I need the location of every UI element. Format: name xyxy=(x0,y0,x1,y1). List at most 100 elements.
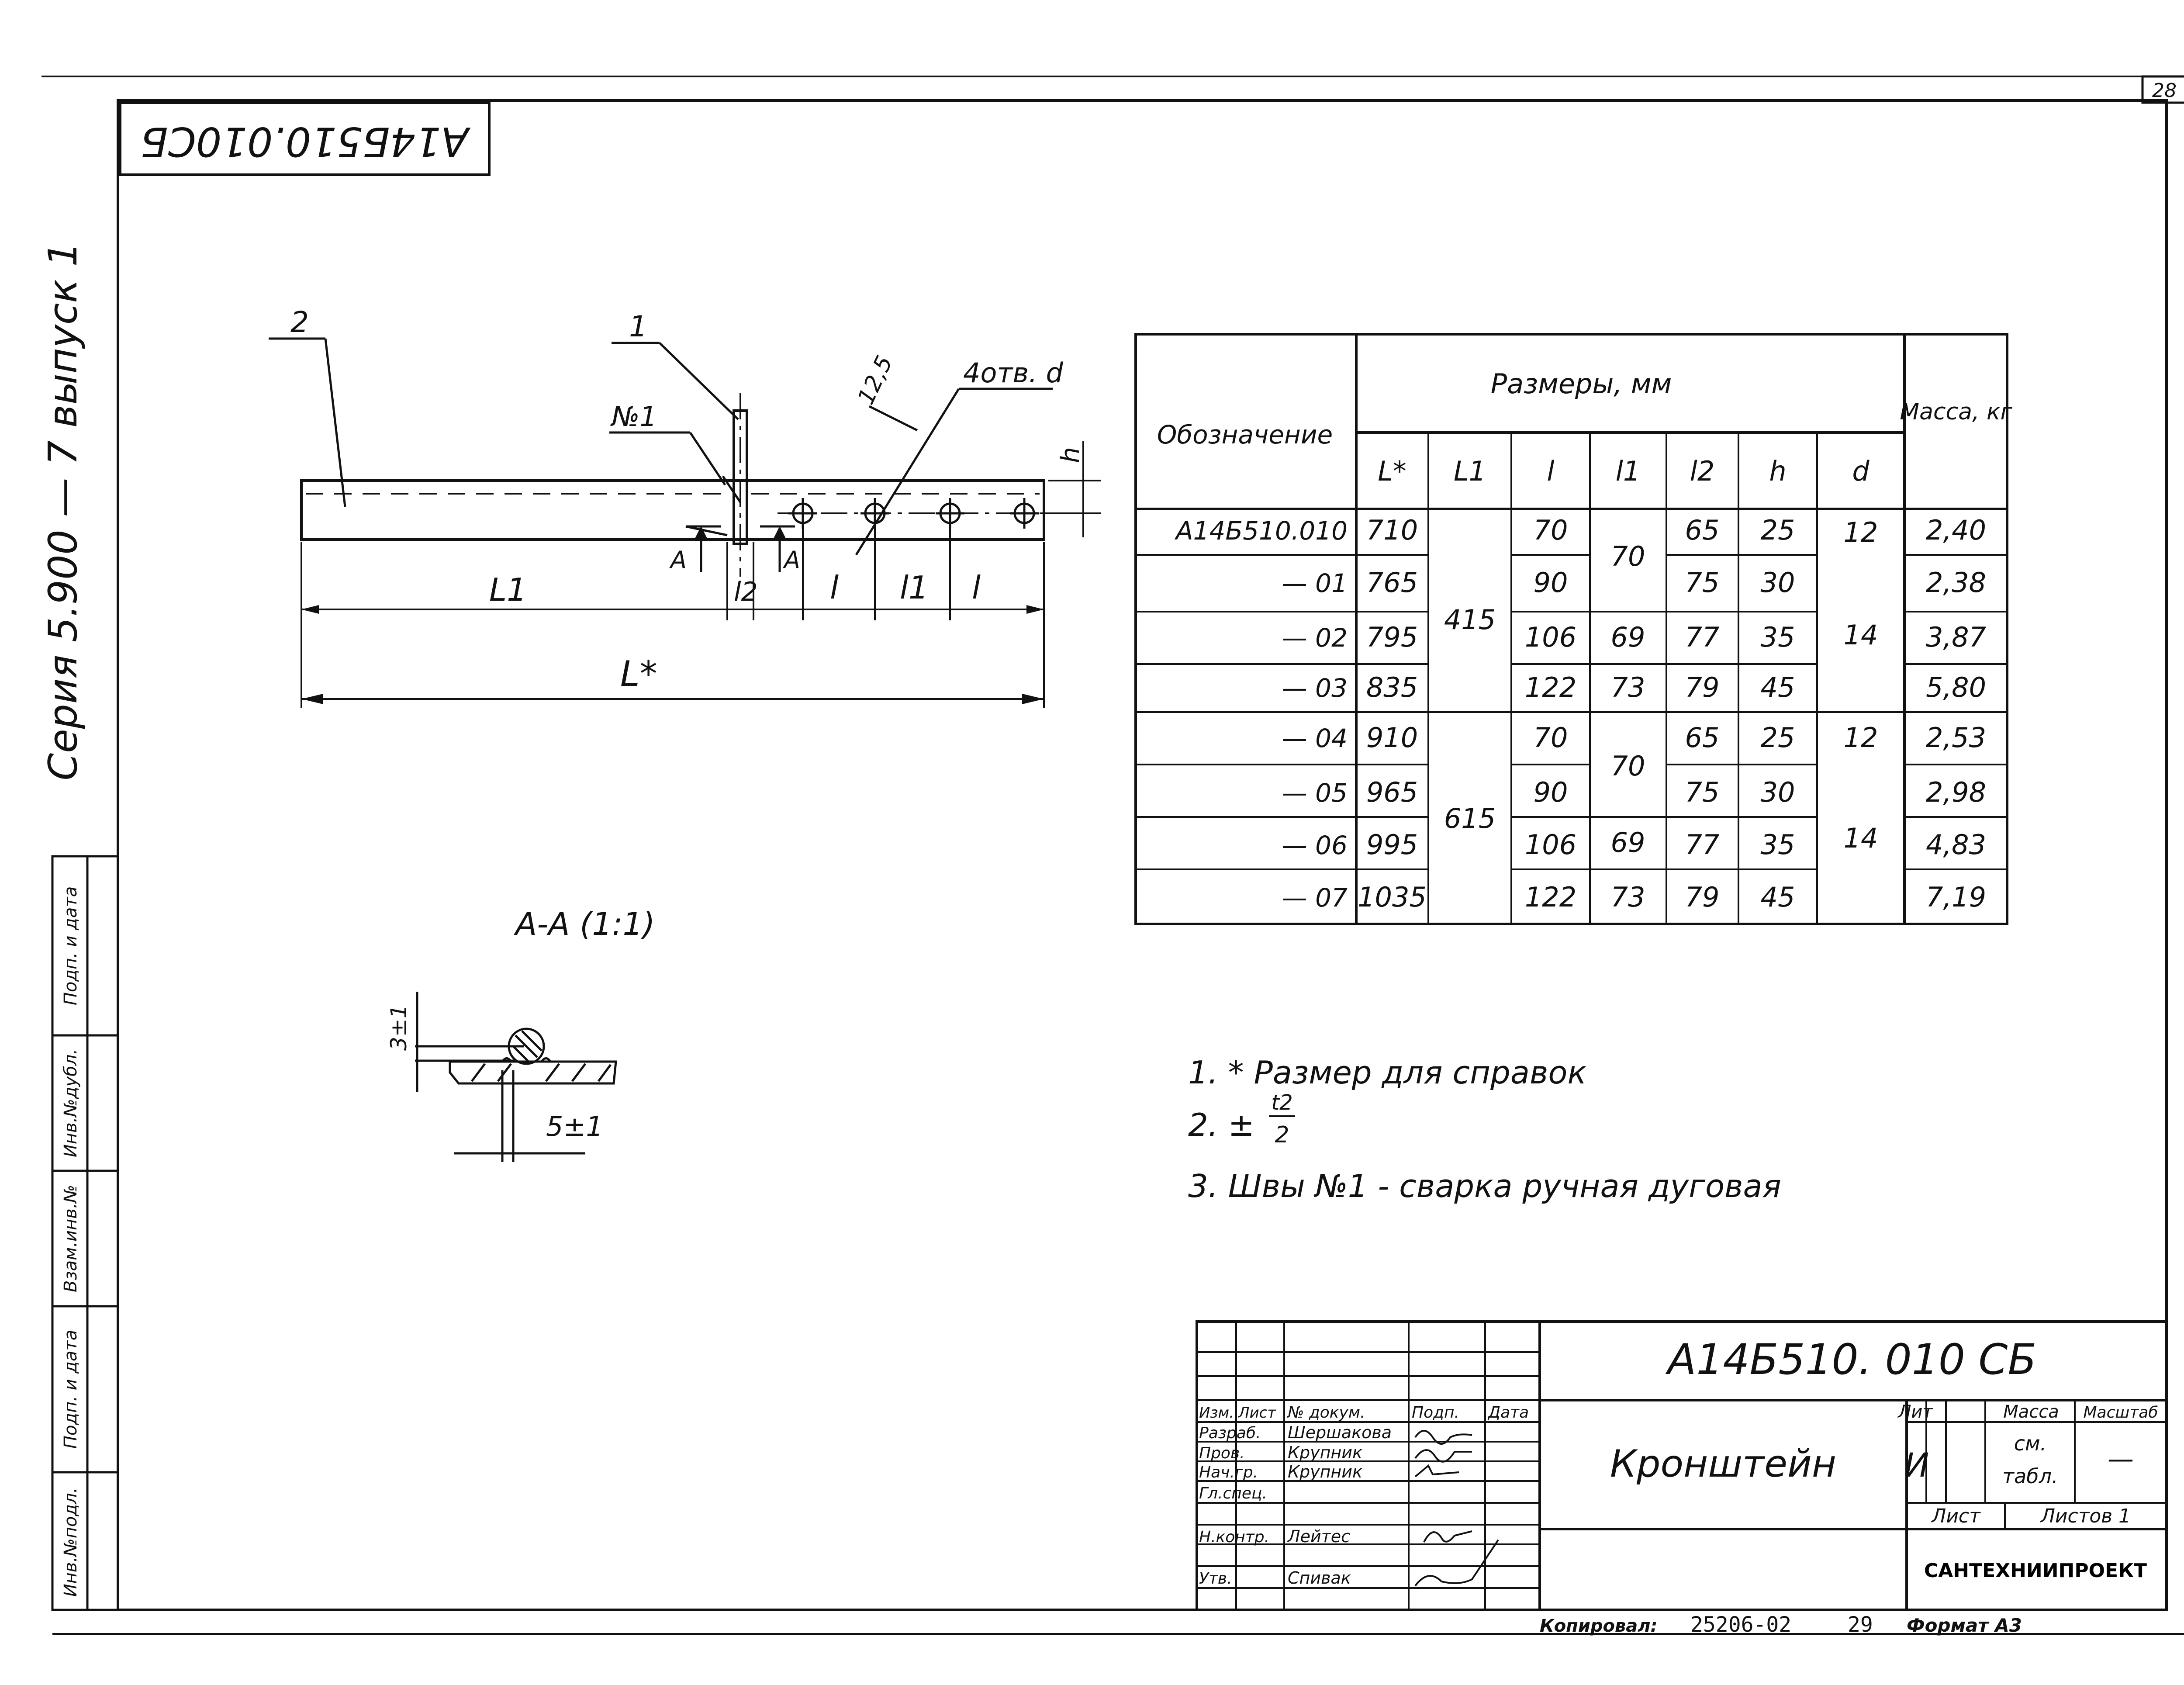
d-value: 12 xyxy=(1844,722,1878,754)
hdr-list: Лист xyxy=(1237,1404,1276,1422)
signer-name: Спивак xyxy=(1288,1568,1351,1588)
table-cell-h: 25 xyxy=(1761,514,1795,546)
table-cell-l2: 75 xyxy=(1685,776,1720,808)
d-value: 14 xyxy=(1844,619,1878,651)
table-cell-designation: — 06 xyxy=(1282,830,1348,860)
callout-1: 1 xyxy=(629,310,647,343)
hdr-sign: Подп. xyxy=(1412,1404,1459,1422)
dim-l-right: l xyxy=(972,569,981,606)
sheet-label: Лист xyxy=(1931,1505,1981,1527)
sub-header-h: h xyxy=(1769,455,1786,487)
copied-label: Копировал: xyxy=(1540,1616,1658,1636)
signer-name: Лейтес xyxy=(1287,1527,1350,1546)
table-cell-l: 106 xyxy=(1525,829,1576,861)
l1-value: 73 xyxy=(1611,671,1645,703)
table-cell-L: 995 xyxy=(1366,829,1418,861)
l1-value: 69 xyxy=(1611,621,1645,653)
table-cell-h: 25 xyxy=(1761,722,1795,754)
copied-value: 25206-02 xyxy=(1690,1612,1791,1637)
table-cell-mass: 4,83 xyxy=(1926,829,1986,861)
dim-l-left: l xyxy=(830,569,839,606)
lit-label: Лит xyxy=(1897,1402,1933,1422)
note-2-denominator: 2 xyxy=(1275,1122,1289,1148)
dimensions-table: Обозначение Размеры, мм Масса, кг L* L1 … xyxy=(1134,333,2012,925)
table-cell-l: 90 xyxy=(1534,567,1568,599)
table-cell-h: 45 xyxy=(1761,671,1795,703)
strip-part-2 xyxy=(300,479,1045,541)
scale-label: Масштаб xyxy=(2083,1404,2158,1422)
d-value: 12 xyxy=(1844,516,1878,548)
table-cell-l: 106 xyxy=(1525,621,1576,653)
table-cell-l: 122 xyxy=(1525,881,1576,913)
dim-l2: l2 xyxy=(734,577,758,607)
product-name: Кронштейн xyxy=(1610,1442,1836,1486)
table-cell-h: 30 xyxy=(1761,567,1795,599)
section-mark-left: А xyxy=(669,546,687,574)
table-cell-designation: — 05 xyxy=(1282,778,1348,808)
table-cell-L: 1035 xyxy=(1358,881,1427,913)
table-cell-h: 30 xyxy=(1761,776,1795,808)
table-cell-l: 122 xyxy=(1525,671,1576,703)
signer-role: Гл.спец. xyxy=(1199,1484,1267,1502)
table-cell-l2: 75 xyxy=(1685,567,1720,599)
table-cell-designation: — 04 xyxy=(1282,723,1348,753)
section-dim-horizontal: 5±1 xyxy=(546,1111,603,1142)
table-cell-l2: 65 xyxy=(1685,722,1720,754)
table-cell-mass: 2,40 xyxy=(1926,514,1986,546)
organization: САНТЕХНИИПРОЕКТ xyxy=(1924,1560,2147,1582)
L1-group-2: 615 xyxy=(1444,803,1496,834)
dim-h: h xyxy=(1055,447,1085,463)
top-stamp: А14Б510.010СБ xyxy=(119,101,491,176)
table-cell-designation: — 07 xyxy=(1282,883,1348,913)
stamp-cell-1: Подп. и дата xyxy=(61,886,81,1005)
table-cell-L: 765 xyxy=(1366,567,1418,599)
sub-header-l1: l1 xyxy=(1616,455,1641,487)
d-value: 14 xyxy=(1844,822,1878,854)
table-cell-h: 35 xyxy=(1761,829,1795,861)
sub-header-L1: L1 xyxy=(1454,455,1486,487)
sheets-label: Листов 1 xyxy=(2040,1505,2131,1527)
stamp-cell-3: Взам.инв.№ xyxy=(61,1185,81,1292)
l1-value: 70 xyxy=(1611,540,1645,572)
group-dimensions: Размеры, мм xyxy=(1491,368,1672,400)
notes: 1. * Размер для справок 2. ± t2 2 3. Швы… xyxy=(1188,1054,1781,1204)
signer-name: Крупник xyxy=(1288,1443,1362,1462)
callout-2: 2 xyxy=(290,305,309,339)
signer-name: Крупник xyxy=(1288,1462,1362,1481)
stamp-cell-2: Инв.№дубл. xyxy=(61,1049,81,1157)
scale-value: — xyxy=(2108,1444,2134,1474)
table-cell-L: 965 xyxy=(1366,776,1418,808)
note-1: 1. * Размер для справок xyxy=(1188,1054,1586,1091)
note-2-numerator: t2 xyxy=(1271,1090,1292,1115)
signer-name: Шершакова xyxy=(1288,1423,1392,1442)
stamp-cell-5: Инв.№подл. xyxy=(61,1488,81,1597)
col-designation: Обозначение xyxy=(1157,420,1333,450)
stamp-cell-4: Подп. и дата xyxy=(61,1330,81,1449)
section-mark-right: А xyxy=(783,546,800,574)
page-number-box: 28 xyxy=(2141,75,2184,104)
l1-value: 73 xyxy=(1611,881,1645,913)
mass-value-2: табл. xyxy=(2002,1464,2058,1488)
signer-role: Нач.гр. xyxy=(1199,1464,1258,1481)
dim-L-total: L* xyxy=(620,654,657,694)
drawing-code: А14Б510. 010 СБ xyxy=(1665,1335,2037,1384)
table-cell-designation: — 02 xyxy=(1282,623,1348,653)
holes xyxy=(788,498,1039,529)
table-cell-L: 710 xyxy=(1366,514,1418,546)
table-cell-L: 795 xyxy=(1366,621,1418,653)
mass-label: Масса xyxy=(2003,1402,2059,1422)
rod-part-1 xyxy=(733,409,748,545)
signer-role: Разраб. xyxy=(1199,1424,1261,1442)
table-cell-designation: А14Б510.010 xyxy=(1174,516,1348,546)
table-cell-l: 70 xyxy=(1534,514,1568,546)
hdr-doc: № докум. xyxy=(1287,1404,1365,1422)
series-label: Серия 5.900 — 7 выпуск 1 xyxy=(40,242,86,780)
format-label: Формат А3 xyxy=(1907,1615,2022,1636)
table-cell-L: 910 xyxy=(1366,722,1418,754)
footer: Копировал: 25206-02 29 Формат А3 xyxy=(1540,1612,2022,1637)
weld-number-note: №1 xyxy=(610,401,657,432)
sub-header-d: d xyxy=(1852,455,1870,487)
table-cell-l: 90 xyxy=(1534,776,1568,808)
table-cell-designation: — 01 xyxy=(1282,568,1348,598)
left-stamp-column xyxy=(51,855,119,1611)
